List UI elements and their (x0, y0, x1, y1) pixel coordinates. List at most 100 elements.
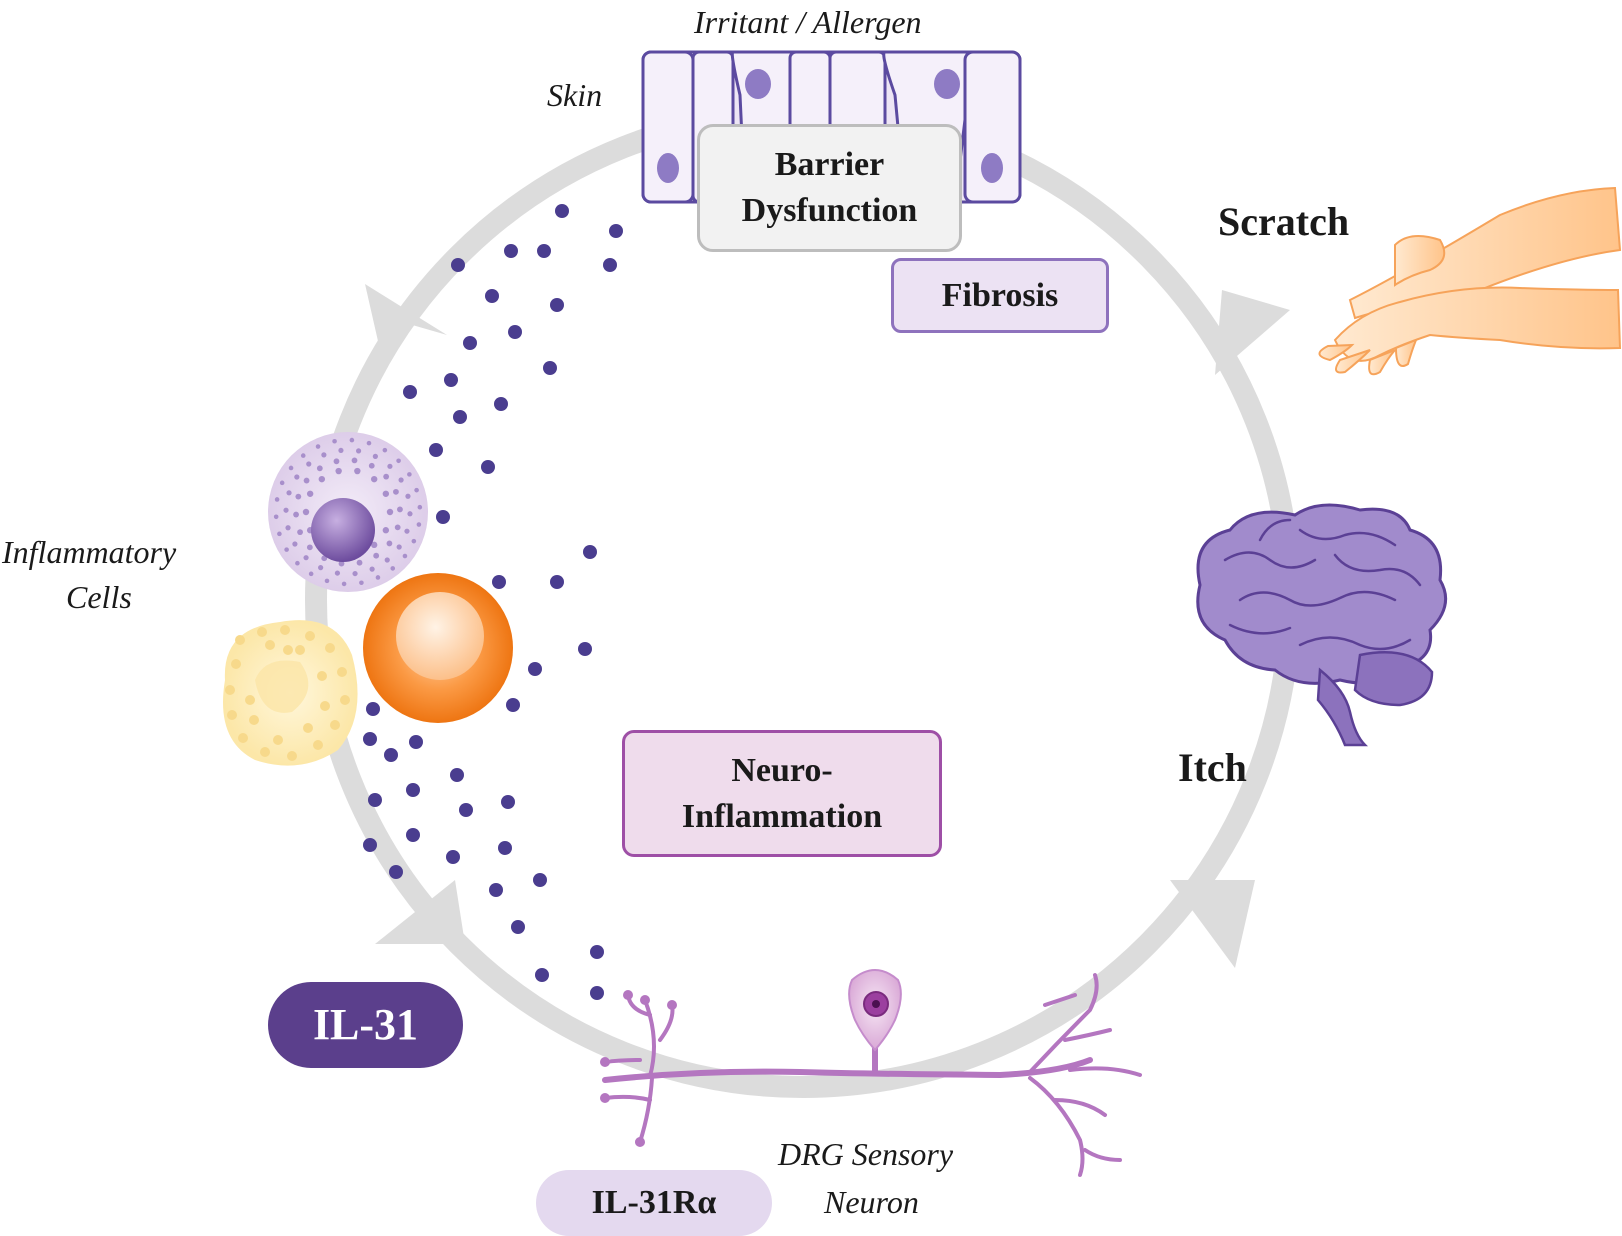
il31-dot (389, 865, 403, 879)
barrier-dysfunction-line2: Dysfunction (741, 192, 918, 229)
brain-icon (1196, 503, 1448, 747)
granule (292, 541, 298, 547)
il31-dot (498, 841, 512, 855)
il31-dot-icon (363, 204, 623, 1000)
itch-label: Itch (1178, 745, 1247, 790)
barrier-dysfunction-box: Barrier Dysfunction (697, 124, 962, 252)
granule (330, 720, 340, 730)
il31-dot (446, 850, 460, 864)
granule (277, 531, 282, 537)
granule (306, 461, 312, 467)
il31-dot (494, 397, 508, 411)
granule (315, 444, 321, 449)
drg-sensory-neuron-label-line1: DRG Sensory (778, 1136, 954, 1172)
granule (383, 473, 390, 480)
granule (332, 438, 337, 444)
il31-dot (489, 883, 503, 897)
granule (390, 566, 396, 571)
il31-dot (583, 545, 597, 559)
granule (316, 465, 323, 472)
il31ra-text: IL-31Rα (591, 1184, 717, 1221)
granule (393, 488, 399, 495)
granule (370, 541, 378, 549)
inflammatory-cells-label-line1: Inflammatory (2, 534, 177, 570)
granule (397, 506, 403, 513)
granule (333, 458, 340, 465)
granule (382, 527, 390, 534)
granule (340, 695, 350, 705)
granule (396, 458, 401, 464)
granule (302, 508, 310, 516)
granule (411, 538, 417, 544)
il31-dot (403, 385, 417, 399)
granule (283, 645, 293, 655)
il31-dot (550, 575, 564, 589)
il31-dot (453, 410, 467, 424)
granule (303, 723, 313, 733)
granule (313, 740, 323, 750)
granulocyte-cell-icon (268, 432, 428, 592)
granule (417, 504, 423, 510)
il31-dot (429, 443, 443, 457)
fibrosis-box: Fibrosis (891, 258, 1109, 333)
granule (273, 514, 279, 520)
il31-dot (555, 204, 569, 218)
granule (318, 475, 326, 483)
il31-dot (590, 945, 604, 959)
cycle-arrows (365, 284, 1290, 968)
barrier-dysfunction-line1: Barrier (774, 146, 885, 183)
granule (402, 553, 408, 559)
il31-dot (504, 244, 518, 258)
scratch-label: Scratch (1218, 199, 1350, 244)
granule (349, 437, 355, 443)
granule (306, 490, 314, 497)
granule (317, 671, 327, 681)
il31-dot (543, 361, 557, 375)
granule (396, 544, 402, 550)
il31-dot (481, 460, 495, 474)
granule (375, 575, 381, 580)
granule (384, 557, 390, 563)
granule (245, 695, 255, 705)
granule (373, 552, 380, 559)
granule (370, 475, 378, 483)
granule (404, 528, 410, 534)
il31-dot (450, 768, 464, 782)
granule (354, 467, 361, 475)
arrow-lower-right (1170, 880, 1255, 968)
granule (320, 701, 330, 711)
granule (321, 452, 327, 458)
granule (387, 463, 393, 469)
granule (285, 525, 291, 531)
il31-dot (603, 258, 617, 272)
il31-dot (384, 748, 398, 762)
granule (279, 480, 285, 486)
il31-dot (609, 224, 623, 238)
il31-dot (451, 258, 465, 272)
inflammatory-cells-label-line2: Cells (66, 579, 132, 615)
granule (238, 733, 248, 743)
arrow-upper-right (1215, 290, 1290, 375)
il31-dot (511, 920, 525, 934)
granule (308, 571, 314, 577)
granule (306, 544, 313, 551)
granule (372, 453, 378, 459)
neutrophil-cell-icon (223, 620, 358, 766)
granule (366, 440, 372, 446)
il31-dot (406, 783, 420, 797)
granule (338, 447, 344, 454)
neuro-inflammation-line1: Neuro- (731, 751, 833, 789)
granule (294, 474, 300, 480)
granule (382, 490, 390, 497)
granule (231, 659, 241, 669)
granule (280, 625, 290, 635)
granule (249, 715, 259, 725)
granule (394, 524, 401, 531)
il31-dot (550, 298, 564, 312)
neuro-inflammation-box: Neuro- Inflammation (622, 730, 942, 857)
il31-dot (444, 373, 458, 387)
granule (265, 640, 275, 650)
granule (334, 570, 341, 576)
granule (351, 457, 358, 464)
granule (284, 547, 289, 552)
